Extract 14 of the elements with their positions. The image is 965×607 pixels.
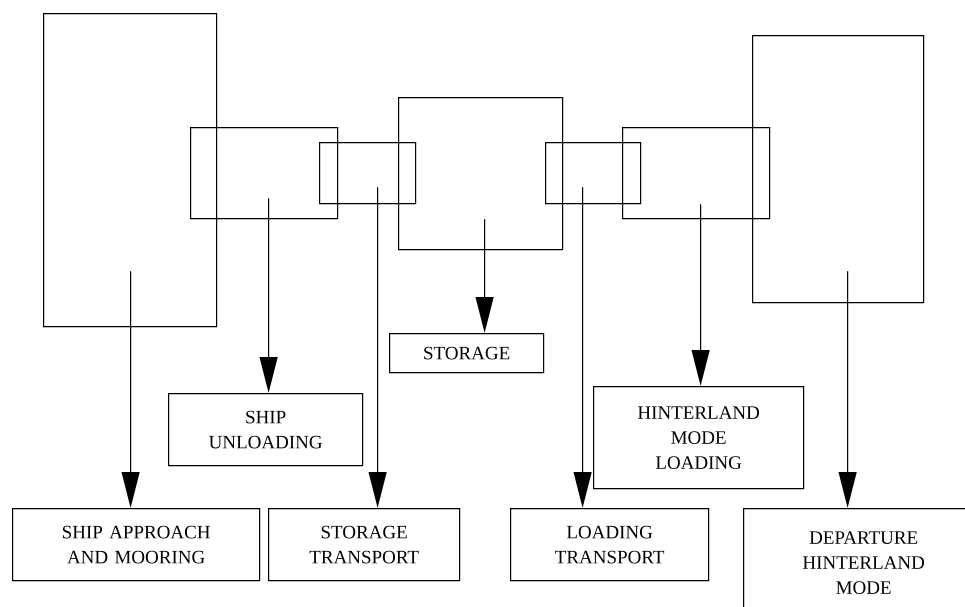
empty-box xyxy=(43,13,218,328)
empty-box xyxy=(545,142,642,204)
process-box: STORAGE xyxy=(389,333,544,374)
empty-box xyxy=(190,127,338,220)
process-box: HINTERLAND MODE LOADING xyxy=(593,386,804,490)
process-box: STORAGE TRANSPORT xyxy=(268,508,460,582)
empty-box xyxy=(752,35,924,304)
process-box: LOADING TRANSPORT xyxy=(510,508,710,582)
empty-box xyxy=(622,127,770,220)
process-box: SHIP APPROACH AND MOORING xyxy=(12,508,260,582)
empty-box xyxy=(398,97,564,250)
empty-box xyxy=(319,142,416,204)
process-box: DEPARTURE HINTERLAND MODE xyxy=(743,508,965,607)
process-box: SHIP UNLOADING xyxy=(168,393,364,466)
